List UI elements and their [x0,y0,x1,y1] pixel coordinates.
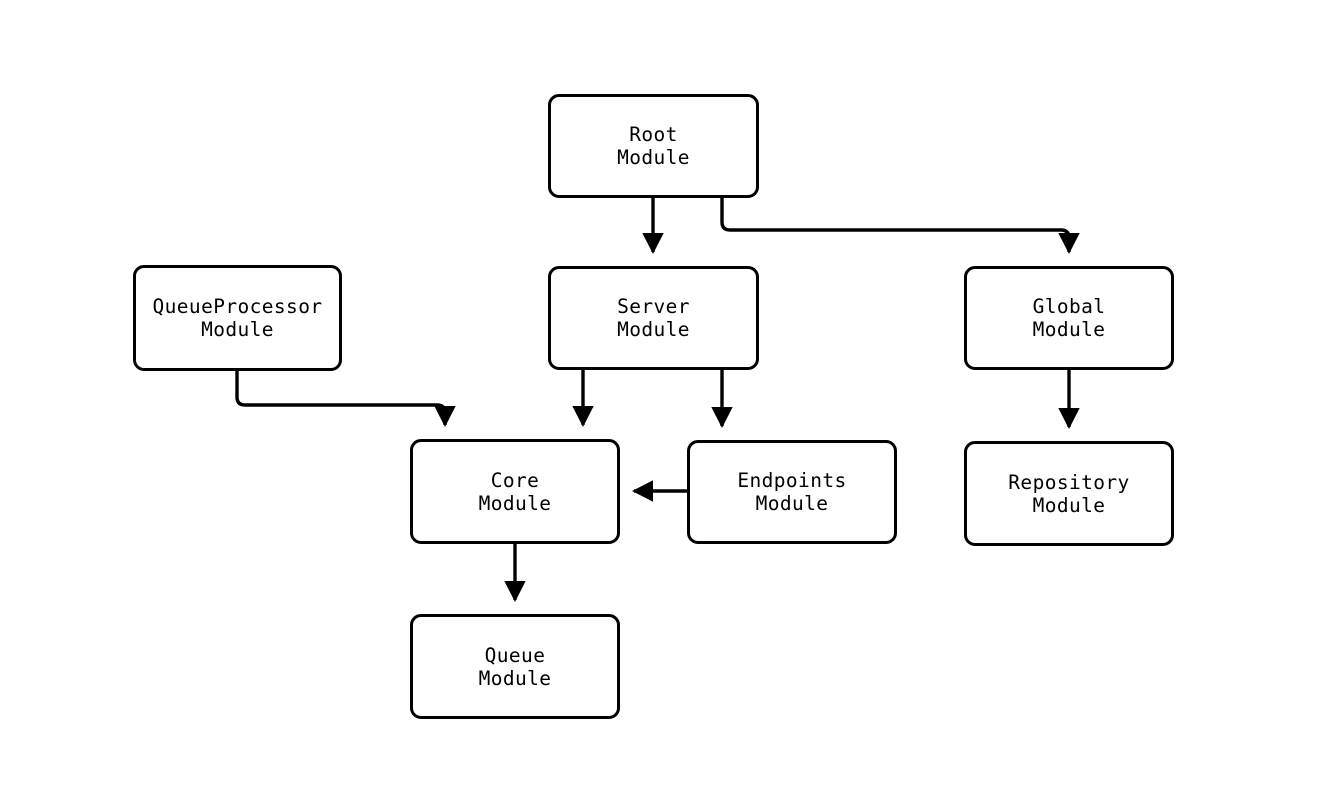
node-server-module[interactable]: Server Module [548,266,759,370]
node-repository-module-line1: Repository [1008,470,1130,494]
node-queueprocessor-module-line1: QueueProcessor [152,295,323,318]
node-root-module[interactable]: Root Module [548,94,759,198]
node-core-module[interactable]: Core Module [410,439,620,544]
node-server-module-line1: Server [617,295,690,318]
node-core-module-line1: Core [490,468,540,492]
node-queue-module[interactable]: Queue Module [410,614,620,719]
node-endpoints-module-line2: Module [755,492,829,515]
node-repository-module[interactable]: Repository Module [964,441,1174,546]
node-queueprocessor-module[interactable]: QueueProcessor Module [133,265,342,371]
node-global-module[interactable]: Global Module [964,266,1174,370]
node-root-module-line1: Root [629,123,678,146]
node-global-module-line1: Global [1032,295,1106,318]
edge-queueprocessor-to-core [235,371,456,428]
node-endpoints-module[interactable]: Endpoints Module [687,440,897,544]
node-repository-module-line2: Module [1032,493,1106,517]
node-root-module-line2: Module [617,146,690,169]
edge-root-to-global [720,198,1080,255]
node-server-module-line2: Module [617,318,690,341]
node-queue-module-line2: Module [478,666,552,690]
node-queueprocessor-module-line2: Module [201,318,274,341]
node-core-module-line2: Module [478,491,552,515]
node-queue-module-line1: Queue [484,643,546,667]
node-global-module-line2: Module [1032,318,1106,341]
node-endpoints-module-line1: Endpoints [737,469,847,492]
